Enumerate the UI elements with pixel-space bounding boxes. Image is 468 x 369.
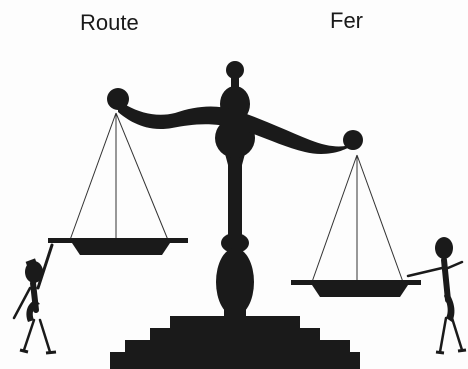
left-pan [48, 113, 188, 255]
scale-column [216, 150, 254, 318]
right-pan [291, 155, 421, 297]
scale-base [110, 316, 360, 369]
beam-left-end [107, 88, 129, 110]
stick-figure-pointing-icon [408, 237, 466, 353]
beam-right-end [343, 130, 363, 150]
stick-figure-pulling-down-icon [14, 245, 56, 353]
